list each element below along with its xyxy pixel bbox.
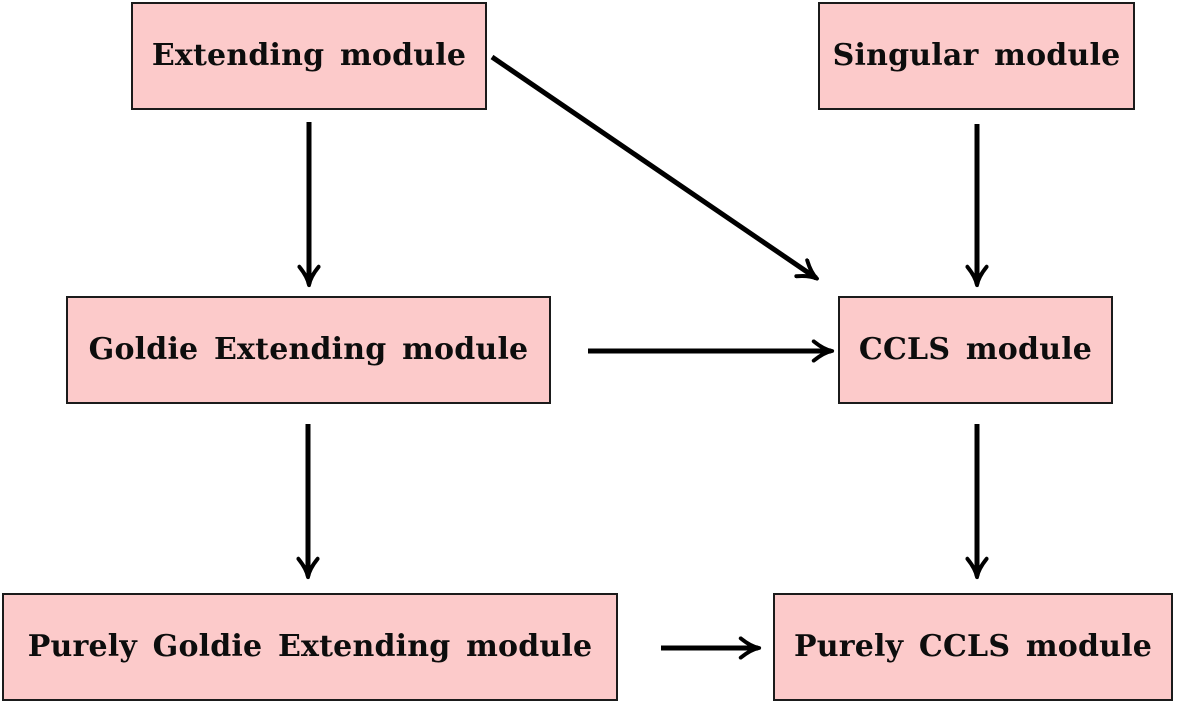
node-purely-goldie-extending-module: Purely Goldie Extending module [2,593,618,701]
node-purely-ccls-module: Purely CCLS module [773,593,1173,701]
edge-extending-to-ccls [490,54,816,278]
node-singular-module: Singular module [818,2,1135,110]
node-extending-module: Extending module [131,2,487,110]
node-ccls-module: CCLS module [838,296,1113,404]
node-goldie-extending-module: Goldie Extending module [66,296,551,404]
